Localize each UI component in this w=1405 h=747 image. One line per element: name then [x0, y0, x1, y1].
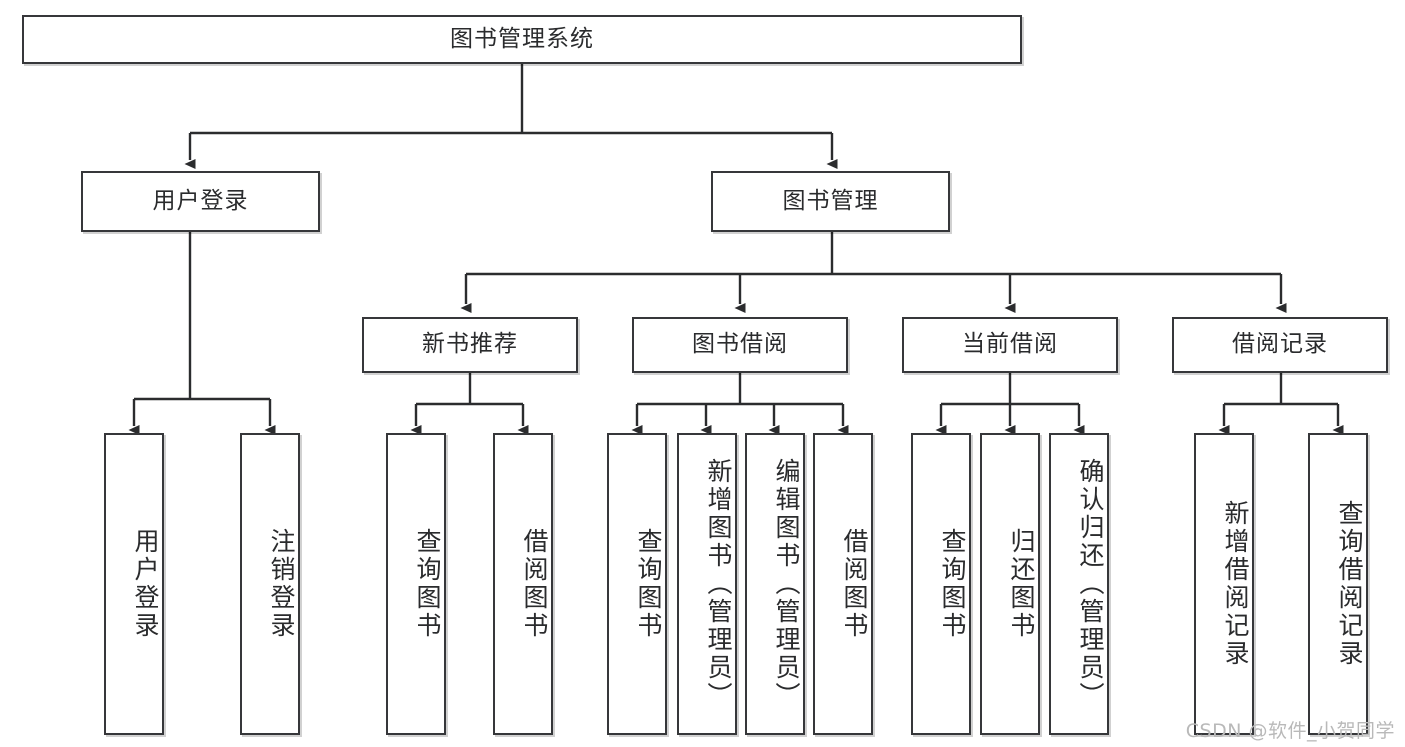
node-leaf-user-login[interactable]: 用户登录	[104, 433, 164, 735]
node-leaf-query-book-recommend[interactable]: 查询图书	[386, 433, 446, 735]
node-leaf-query-book-borrow[interactable]: 查询图书	[607, 433, 667, 735]
node-label: 图书借阅	[692, 331, 788, 358]
node-label: 新增图书（管理员）	[704, 458, 733, 710]
node-leaf-add-book-admin[interactable]: 新增图书（管理员）	[677, 433, 737, 735]
node-borrow-record[interactable]: 借阅记录	[1172, 317, 1388, 373]
node-leaf-edit-book-admin[interactable]: 编辑图书（管理员）	[745, 433, 805, 735]
node-leaf-confirm-return-admin[interactable]: 确认归还（管理员）	[1049, 433, 1109, 735]
node-label: 归还图书	[1007, 528, 1036, 640]
node-label: 借阅图书	[840, 528, 869, 640]
node-label: 借阅图书	[520, 528, 549, 640]
node-user-login[interactable]: 用户登录	[81, 171, 320, 232]
node-label: 查询图书	[413, 528, 442, 640]
node-leaf-return-book[interactable]: 归还图书	[980, 433, 1040, 735]
node-current-borrow[interactable]: 当前借阅	[902, 317, 1118, 373]
watermark-text: CSDN @软件_小贺同学	[1185, 720, 1395, 742]
node-leaf-borrow-book-recommend[interactable]: 借阅图书	[493, 433, 553, 735]
node-label: 当前借阅	[962, 331, 1058, 358]
node-label: 新增借阅记录	[1221, 500, 1250, 668]
node-label: 用户登录	[152, 187, 249, 214]
node-label: 借阅记录	[1232, 331, 1328, 358]
node-leaf-query-book-current[interactable]: 查询图书	[911, 433, 971, 735]
node-label: 用户登录	[131, 528, 160, 640]
node-label: 图书管理	[782, 187, 879, 214]
node-book-borrow[interactable]: 图书借阅	[632, 317, 848, 373]
node-label: 编辑图书（管理员）	[772, 458, 801, 710]
node-book-management[interactable]: 图书管理	[711, 171, 950, 232]
node-label: 图书管理系统	[450, 25, 594, 52]
node-label: 查询图书	[634, 528, 663, 640]
node-new-book-recommend[interactable]: 新书推荐	[362, 317, 578, 373]
node-leaf-borrow-book[interactable]: 借阅图书	[813, 433, 873, 735]
node-root-book-management-system[interactable]: 图书管理系统	[22, 15, 1022, 64]
node-leaf-query-borrow-record[interactable]: 查询借阅记录	[1308, 433, 1368, 735]
node-label: 查询借阅记录	[1335, 500, 1364, 668]
node-label: 注销登录	[267, 528, 296, 640]
node-label: 新书推荐	[422, 331, 518, 358]
node-leaf-add-borrow-record[interactable]: 新增借阅记录	[1194, 433, 1254, 735]
node-label: 确认归还（管理员）	[1076, 458, 1105, 710]
node-label: 查询图书	[938, 528, 967, 640]
node-leaf-logout[interactable]: 注销登录	[240, 433, 300, 735]
